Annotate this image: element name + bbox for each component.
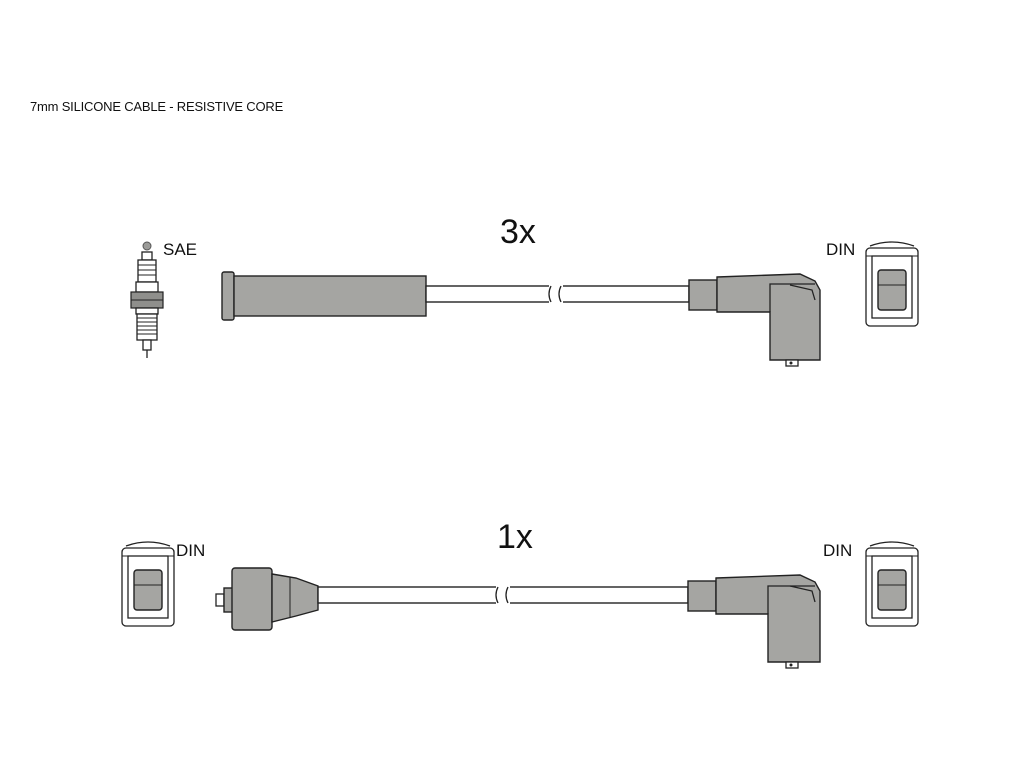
din-terminal-icon bbox=[865, 541, 919, 627]
cable-2-quantity: 1x bbox=[497, 518, 533, 556]
cable-1-quantity: 3x bbox=[500, 213, 536, 251]
cable-1-end-a-label: SAE bbox=[163, 240, 198, 259]
angled-boot-icon bbox=[687, 574, 821, 669]
angled-boot-icon bbox=[688, 273, 821, 367]
cable-1-end-b-label: DIN bbox=[826, 240, 856, 259]
cable-2-end-b-label: DIN bbox=[823, 541, 853, 560]
din-terminal-icon bbox=[121, 541, 175, 627]
cable-description: 7mm SILICONE CABLE - RESISTIVE CORE bbox=[30, 99, 284, 114]
spark-plug-icon bbox=[130, 241, 164, 358]
din-terminal-icon bbox=[865, 241, 919, 327]
straight-boot-icon bbox=[221, 271, 427, 321]
cable-2-wire bbox=[317, 584, 689, 606]
cable-1-wire bbox=[425, 283, 690, 305]
cable-2-end-a-label: DIN bbox=[176, 541, 206, 560]
distributor-boot-icon bbox=[215, 567, 319, 631]
